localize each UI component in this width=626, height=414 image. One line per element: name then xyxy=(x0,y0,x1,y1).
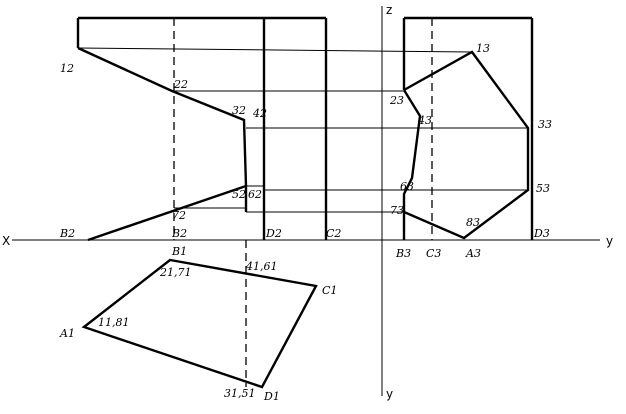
label-3-2: 32 xyxy=(232,104,246,117)
label-B2-b: B2 xyxy=(171,227,187,240)
label-5-2: 52 xyxy=(232,188,246,201)
label-2-7-1: 21,71 xyxy=(159,266,192,279)
label-D1: D1 xyxy=(263,390,280,403)
label-3-3: 33 xyxy=(538,118,552,131)
label-A3: A3 xyxy=(465,247,481,260)
front-section-outline xyxy=(77,46,248,212)
label-1-2: 12 xyxy=(60,62,74,75)
label-B1: B1 xyxy=(171,245,187,258)
axis-y-bottom-label: y xyxy=(386,387,393,401)
label-8-3: 83 xyxy=(466,216,480,229)
label-2-2: 22 xyxy=(173,78,188,91)
label-C3: C3 xyxy=(426,247,441,260)
front-b-line xyxy=(87,184,247,242)
projection-lines xyxy=(77,47,473,213)
label-3-5-1: 31,51 xyxy=(224,387,256,400)
label-2-3: 23 xyxy=(389,94,404,107)
label-B3: B3 xyxy=(395,247,411,260)
label-D2: D2 xyxy=(265,227,282,240)
label-7-2: 72 xyxy=(172,209,186,222)
label-A1: A1 xyxy=(59,327,75,340)
top-quadrilateral xyxy=(81,258,318,389)
front-view: 12 22 32 42 52 62 72 B2 B2 D2 C2 xyxy=(59,16,341,242)
label-C1: C1 xyxy=(322,284,337,297)
label-5-3: 53 xyxy=(536,182,550,195)
label-1-8-1: 11,81 xyxy=(98,316,130,329)
axis-x-label: X xyxy=(2,234,10,248)
link-1 xyxy=(77,47,473,53)
label-1-3: 13 xyxy=(476,42,490,55)
label-4-2: 42 xyxy=(252,107,267,120)
label-6-3: 63 xyxy=(400,180,414,193)
label-6-2: 62 xyxy=(248,188,262,201)
axis-z-label: z xyxy=(386,3,392,17)
label-4-6-1: 41,61 xyxy=(245,260,278,273)
side-section-outline xyxy=(402,50,530,240)
top-view: B1 21,71 41,61 C1 A1 11,81 31,51 D1 xyxy=(59,240,337,403)
label-4-3: 43 xyxy=(417,114,432,127)
label-7-3: 73 xyxy=(390,204,404,217)
label-C2: C2 xyxy=(326,227,341,240)
axis-y-right-label: y xyxy=(606,234,613,248)
label-D3: D3 xyxy=(533,227,550,240)
side-view: 13 23 43 33 63 53 73 83 B3 C3 A3 D3 xyxy=(389,16,552,260)
label-B2: B2 xyxy=(59,227,75,240)
